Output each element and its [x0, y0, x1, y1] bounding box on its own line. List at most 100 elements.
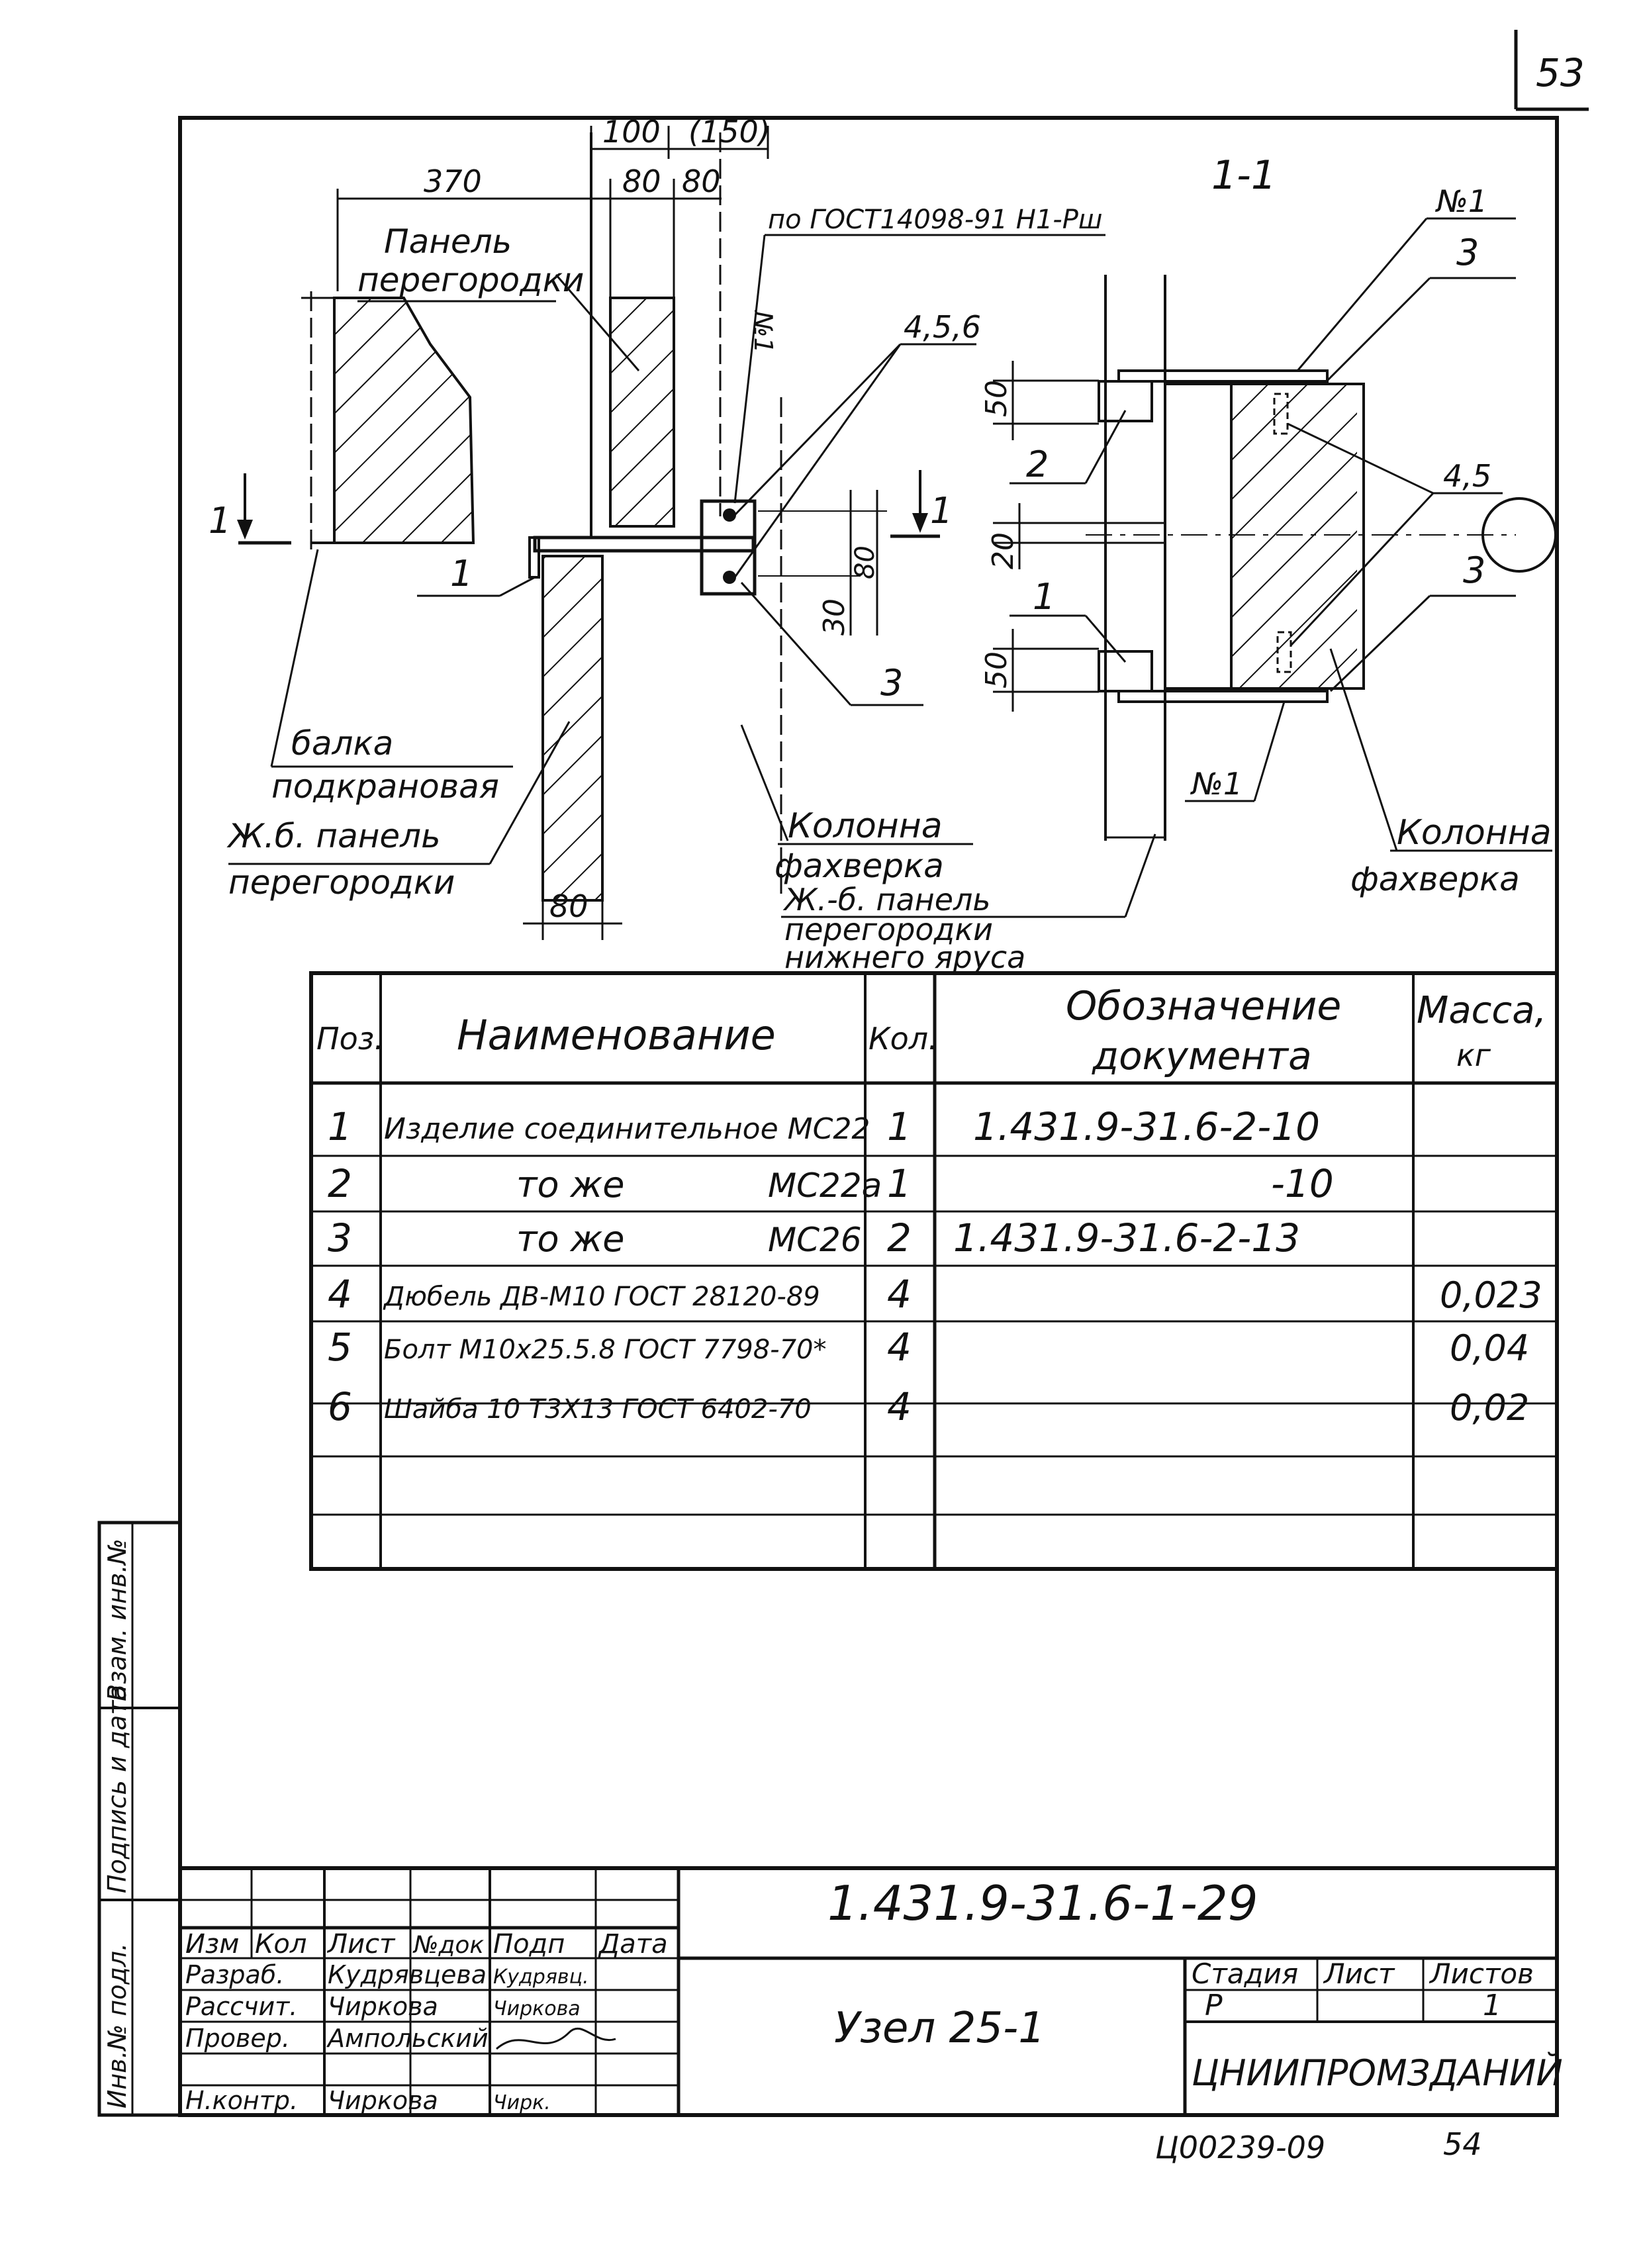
tb-col-podp: Подп — [493, 1929, 565, 1960]
label-column: Колонна — [788, 806, 943, 846]
axis-marker — [1481, 497, 1557, 573]
tb-col-data: Дата — [598, 1929, 668, 1960]
label-beam-2: подкрановая — [271, 767, 499, 806]
header-pos: Поз. — [316, 1021, 384, 1057]
tb-name-1: Кудрявцева — [328, 1960, 487, 1989]
callout-3-left: 3 — [880, 662, 903, 704]
tb-sheets-value: 1 — [1483, 1989, 1501, 2022]
row2-code: МС22а — [768, 1166, 882, 1205]
callout-1-right: 1 — [1033, 576, 1055, 618]
tb-organization: ЦНИИПРОМЗДАНИЙ — [1192, 2052, 1563, 2094]
side-stamp-inv: Инв.№ подл. — [103, 1943, 132, 2108]
dim-80-bottom: 80 — [549, 888, 588, 924]
row1-qty: 1 — [887, 1104, 912, 1149]
tb-col-izm: Изм — [185, 1929, 239, 1960]
tb-sheet-label: Лист — [1323, 1958, 1395, 1990]
signature-ampolsky — [496, 2027, 616, 2050]
weld-no1-top: №1 — [1434, 183, 1487, 219]
row4-qty: 4 — [887, 1272, 912, 1317]
tb-col-ndok: №док — [412, 1932, 484, 1959]
label-column-right: Колонна — [1397, 813, 1552, 853]
header-name: Наименование — [457, 1011, 776, 1059]
dim-50-bottom: 50 — [980, 651, 1013, 688]
dim-50-top: 50 — [980, 380, 1013, 417]
svg-text:1: 1 — [209, 500, 231, 542]
upper-partition-panel — [609, 297, 675, 528]
dim-80a: 80 — [622, 164, 661, 199]
tb-sign-2: Чиркова — [493, 1997, 581, 2020]
crane-beam-section — [333, 297, 475, 544]
label-rc-lower-2: перегородки — [784, 912, 993, 947]
tb-doc-number: 1.431.9-31.6-1-29 — [827, 1875, 1258, 1931]
dim-30: 30 — [818, 598, 851, 636]
weld-no1-vertical: №1 — [749, 310, 778, 354]
tb-stage-label: Стадия — [1192, 1958, 1298, 1990]
dim-370: 370 — [424, 164, 482, 199]
callout-45: 4,5 — [1443, 458, 1491, 494]
header-mass1: Масса, — [1417, 989, 1546, 1032]
row6-name: Шайба 10 Т3Х13 ГОСТ 6402-70 — [384, 1394, 812, 1425]
tb-sign-4: Чирк. — [493, 2091, 551, 2114]
side-stamp-sign: Подпись и дата — [103, 1685, 132, 1893]
label-rc-panel: Ж.б. панель — [226, 817, 441, 855]
row3-name: то же — [516, 1218, 625, 1260]
row1-name: Изделие соединительное МС22 — [384, 1112, 870, 1146]
callout-456: 4,5,6 — [904, 309, 981, 345]
callout-1-left: 1 — [450, 553, 473, 594]
label-panel-2: перегородки — [357, 261, 584, 299]
row1-doc: 1.431.9-31.6-2-10 — [973, 1104, 1320, 1149]
row4-pos: 4 — [328, 1272, 352, 1317]
row6-pos: 6 — [328, 1384, 352, 1429]
section-mark-left: 1 — [209, 473, 291, 545]
label-rc-lower: Ж.-б. панель — [782, 882, 991, 918]
elevation-detail: 100 (150) 370 80 80 по ГОСТ14098-91 Н1-Р… — [209, 114, 1156, 975]
tb-name-2: Чиркова — [328, 1992, 438, 2021]
dim-100: 100 — [602, 114, 661, 150]
row5-qty: 4 — [887, 1325, 912, 1370]
page-number-box: 53 — [1514, 30, 1589, 111]
row3-code: МС26 — [768, 1221, 862, 1259]
dim-20: 20 — [986, 532, 1020, 569]
row4-mass: 0,023 — [1440, 1274, 1542, 1316]
row2-pos: 2 — [328, 1161, 352, 1206]
tb-name-4: Чиркова — [328, 2086, 438, 2115]
row3-doc: 1.431.9-31.6-2-13 — [953, 1215, 1300, 1260]
row6-mass: 0,02 — [1450, 1387, 1529, 1429]
tb-stage-value: Р — [1205, 1989, 1223, 2022]
row6-qty: 4 — [887, 1384, 912, 1429]
header-doc1: Обозначение — [1066, 983, 1341, 1029]
section-panel-hatched — [1231, 385, 1357, 687]
tb-role-2: Рассчит. — [185, 1992, 297, 2021]
row1-pos: 1 — [328, 1104, 352, 1149]
label-rc-lower-3: нижнего яруса — [784, 939, 1025, 975]
label-column-right-2: фахверка — [1350, 860, 1520, 898]
title-block: Изм Кол Лист №док Подп Дата Разраб. Кудр… — [180, 1866, 1563, 2115]
dim-80b: 80 — [682, 164, 721, 199]
label-rc-panel-2: перегородки — [228, 863, 455, 902]
tb-name-3: Ампольский — [326, 2024, 489, 2053]
tb-sheets-label: Листов — [1429, 1958, 1534, 1990]
header-mass2: кг — [1456, 1037, 1491, 1073]
row3-pos: 3 — [328, 1215, 352, 1260]
tb-node-name: Узел 25-1 — [834, 2004, 1045, 2053]
callout-2: 2 — [1026, 444, 1049, 485]
lower-rc-panel — [541, 555, 604, 902]
section-title: 1-1 — [1211, 152, 1276, 199]
header-qty: Кол. — [868, 1021, 938, 1057]
tb-role-3: Провер. — [185, 2024, 290, 2053]
dim-80-vert: 80 — [850, 545, 880, 579]
side-stamp: Инв.№ подл. Подпись и дата Взам. инв.№ — [97, 1521, 182, 2117]
row3-qty: 2 — [887, 1215, 912, 1260]
callout-3-top: 3 — [1456, 232, 1479, 273]
tb-col-list: Лист — [326, 1929, 396, 1960]
tb-col-kol: Кол — [255, 1929, 306, 1960]
bottom-code: Ц00239-09 — [1155, 2130, 1325, 2165]
label-column-2: фахверка — [775, 847, 944, 885]
dim-150: (150) — [688, 114, 771, 150]
label-beam: балка — [291, 724, 393, 763]
row2-qty: 1 — [887, 1161, 912, 1206]
row4-name: Дюбель ДВ-М10 ГОСТ 28120-89 — [383, 1282, 820, 1312]
bottom-page: 54 — [1443, 2126, 1482, 2162]
gost-weld-note: по ГОСТ14098-91 Н1-Рш — [768, 205, 1102, 235]
